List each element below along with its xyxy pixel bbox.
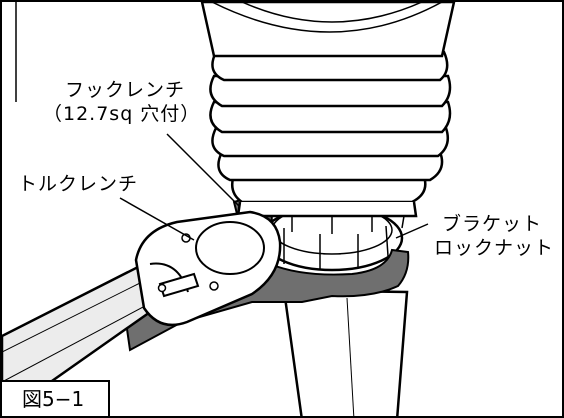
label-torque-wrench: トルクレンチ	[18, 172, 138, 196]
top-dome	[211, 2, 443, 33]
label-hook-wrench-line2: （12.7sq 穴付）	[43, 103, 201, 125]
label-bracket-lock-nut: ブラケット ロックナット	[434, 212, 554, 260]
torque-wrench	[2, 210, 282, 410]
leader-hook-wrench	[166, 133, 241, 208]
label-bracket-line2: ロックナット	[434, 237, 555, 259]
lower-cone	[282, 288, 409, 416]
bellows-stack	[200, 2, 456, 234]
leader-lines	[119, 133, 429, 241]
leader-bracket	[395, 223, 429, 239]
label-torque-wrench-text: トルクレンチ	[18, 173, 139, 195]
figure-tag: 図5−1	[2, 380, 110, 416]
label-bracket-line1: ブラケット	[442, 213, 543, 235]
leader-torque-wrench	[119, 197, 195, 241]
label-hook-wrench-line1: フックレンチ	[65, 79, 186, 101]
label-hook-wrench: フックレンチ （12.7sq 穴付）	[43, 78, 200, 126]
